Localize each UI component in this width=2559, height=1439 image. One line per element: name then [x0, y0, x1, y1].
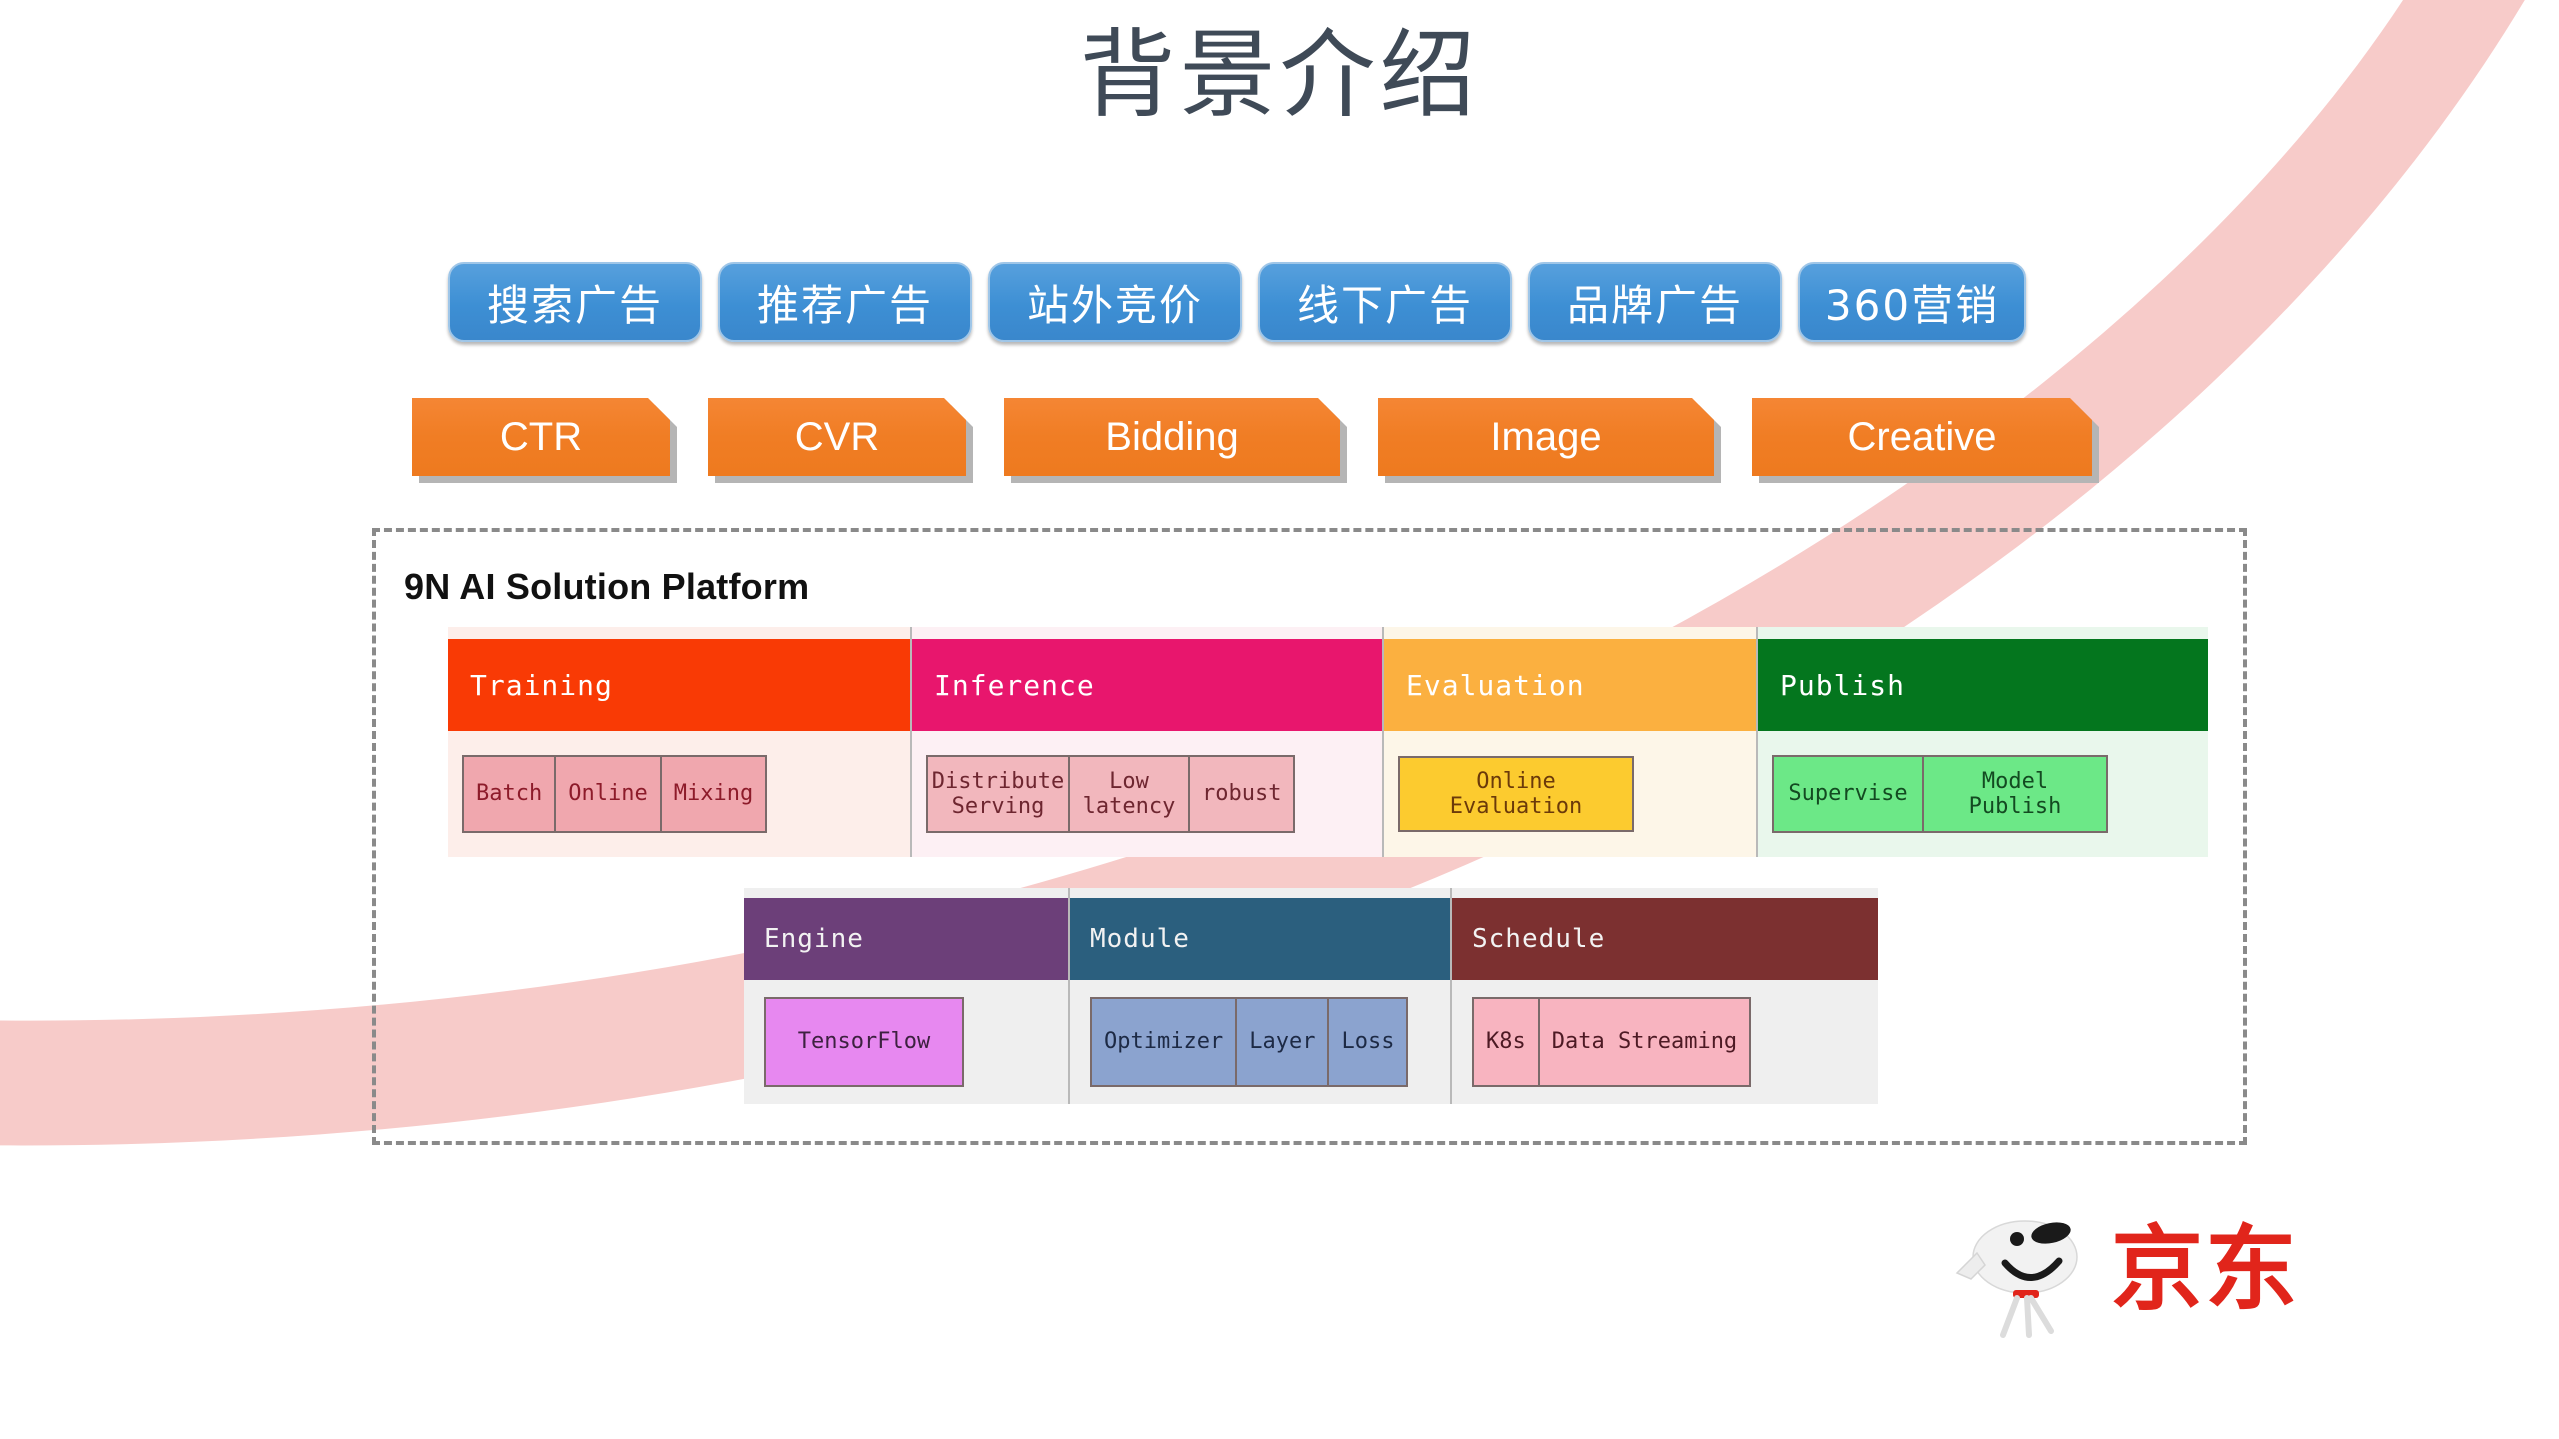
channel-button[interactable]: 推荐广告: [718, 262, 972, 342]
capability-ribbon[interactable]: Bidding: [1004, 398, 1340, 476]
chip-group: K8s Data Streaming: [1472, 997, 1752, 1087]
jd-brand-text: 京东: [2111, 1216, 2300, 1323]
capability-ribbon-label: CTR: [499, 414, 583, 459]
platform-chip[interactable]: Distribute Serving: [928, 757, 1070, 831]
channel-button[interactable]: 搜索广告: [448, 262, 702, 342]
platform-chip[interactable]: Online Evaluation: [1449, 768, 1583, 819]
platform-chip[interactable]: Loss: [1341, 1029, 1395, 1055]
platform-chip[interactable]: K8s: [1474, 999, 1540, 1085]
channel-button-label: 站外竞价: [1026, 280, 1203, 330]
platform-upper-column-body: Supervise Model Publish: [1758, 731, 2208, 857]
capability-ribbon[interactable]: CTR: [412, 398, 670, 476]
channel-button-row: 搜索广告 推荐广告 站外竞价 线下广告 品牌广告 360营销: [448, 262, 2026, 342]
channel-button-label: 品牌广告: [1566, 280, 1743, 330]
capability-ribbon-face: CVR: [708, 398, 966, 476]
capability-ribbon[interactable]: Image: [1378, 398, 1714, 476]
page-title: 背景介绍: [1079, 19, 1480, 131]
platform-upper-column-header: Training: [448, 639, 910, 731]
chip-group: Supervise Model Publish: [1772, 755, 2108, 833]
capability-ribbon-face: Bidding: [1004, 398, 1340, 476]
platform-upper-column-body: Online Evaluation: [1384, 731, 1756, 857]
jd-logo: 京东: [1955, 1195, 2299, 1345]
capability-ribbon-label: Bidding: [1105, 414, 1239, 459]
platform-lower-column-header: Module: [1070, 898, 1450, 980]
capability-ribbon-label: Image: [1490, 414, 1602, 459]
platform-chip[interactable]: Online: [556, 757, 662, 831]
capability-ribbon-face: Image: [1378, 398, 1714, 476]
channel-button[interactable]: 站外竞价: [988, 262, 1242, 342]
platform-upper-column-header: Publish: [1758, 639, 2208, 731]
platform-chip[interactable]: Model Publish: [1968, 768, 2062, 819]
platform-chip[interactable]: Optimizer: [1092, 999, 1238, 1085]
platform-lower-column-body: K8s Data Streaming: [1452, 980, 1878, 1104]
platform-chip[interactable]: Mixing: [673, 781, 754, 807]
capability-ribbon-face: Creative: [1752, 398, 2092, 476]
platform-lower-column-header: Engine: [744, 898, 1068, 980]
capability-ribbon[interactable]: Creative: [1752, 398, 2092, 476]
platform-chip[interactable]: robust: [1202, 781, 1282, 807]
channel-button[interactable]: 线下广告: [1258, 262, 1512, 342]
capability-ribbon-label: CVR: [794, 414, 880, 459]
platform-upper-column-header: Inference: [912, 639, 1382, 731]
platform-lower-column-header: Schedule: [1452, 898, 1878, 980]
platform-chip[interactable]: Low latency: [1070, 757, 1190, 831]
capability-ribbon-face: CTR: [412, 398, 670, 476]
platform-lower-column-body: TensorFlow: [744, 980, 1068, 1104]
chip-group: TensorFlow: [764, 997, 964, 1087]
platform-chip[interactable]: TensorFlow: [797, 1029, 931, 1055]
channel-button-label: 360营销: [1824, 280, 2000, 330]
capability-ribbon-label: Creative: [1847, 414, 1997, 459]
platform-chip[interactable]: Supervise: [1774, 757, 1924, 831]
platform-chip[interactable]: Layer: [1237, 999, 1330, 1085]
platform-chip[interactable]: Data Streaming: [1551, 1029, 1738, 1055]
capability-ribbon-row: CTR CVR Bidding Image Creative: [412, 398, 2092, 476]
chip-group: Online Evaluation: [1398, 756, 1634, 832]
channel-button[interactable]: 360营销: [1798, 262, 2026, 342]
joy-dog-mascot-icon: [1955, 1220, 2078, 1338]
channel-button-label: 推荐广告: [756, 280, 933, 330]
platform-chip[interactable]: Batch: [464, 757, 557, 831]
capability-ribbon[interactable]: CVR: [708, 398, 966, 476]
channel-button[interactable]: 品牌广告: [1528, 262, 1782, 342]
channel-button-label: 搜索广告: [486, 280, 663, 330]
platform-title: 9N AI Solution Platform: [404, 566, 810, 607]
channel-button-label: 线下广告: [1296, 280, 1473, 330]
platform-upper-column-header: Evaluation: [1384, 639, 1756, 731]
